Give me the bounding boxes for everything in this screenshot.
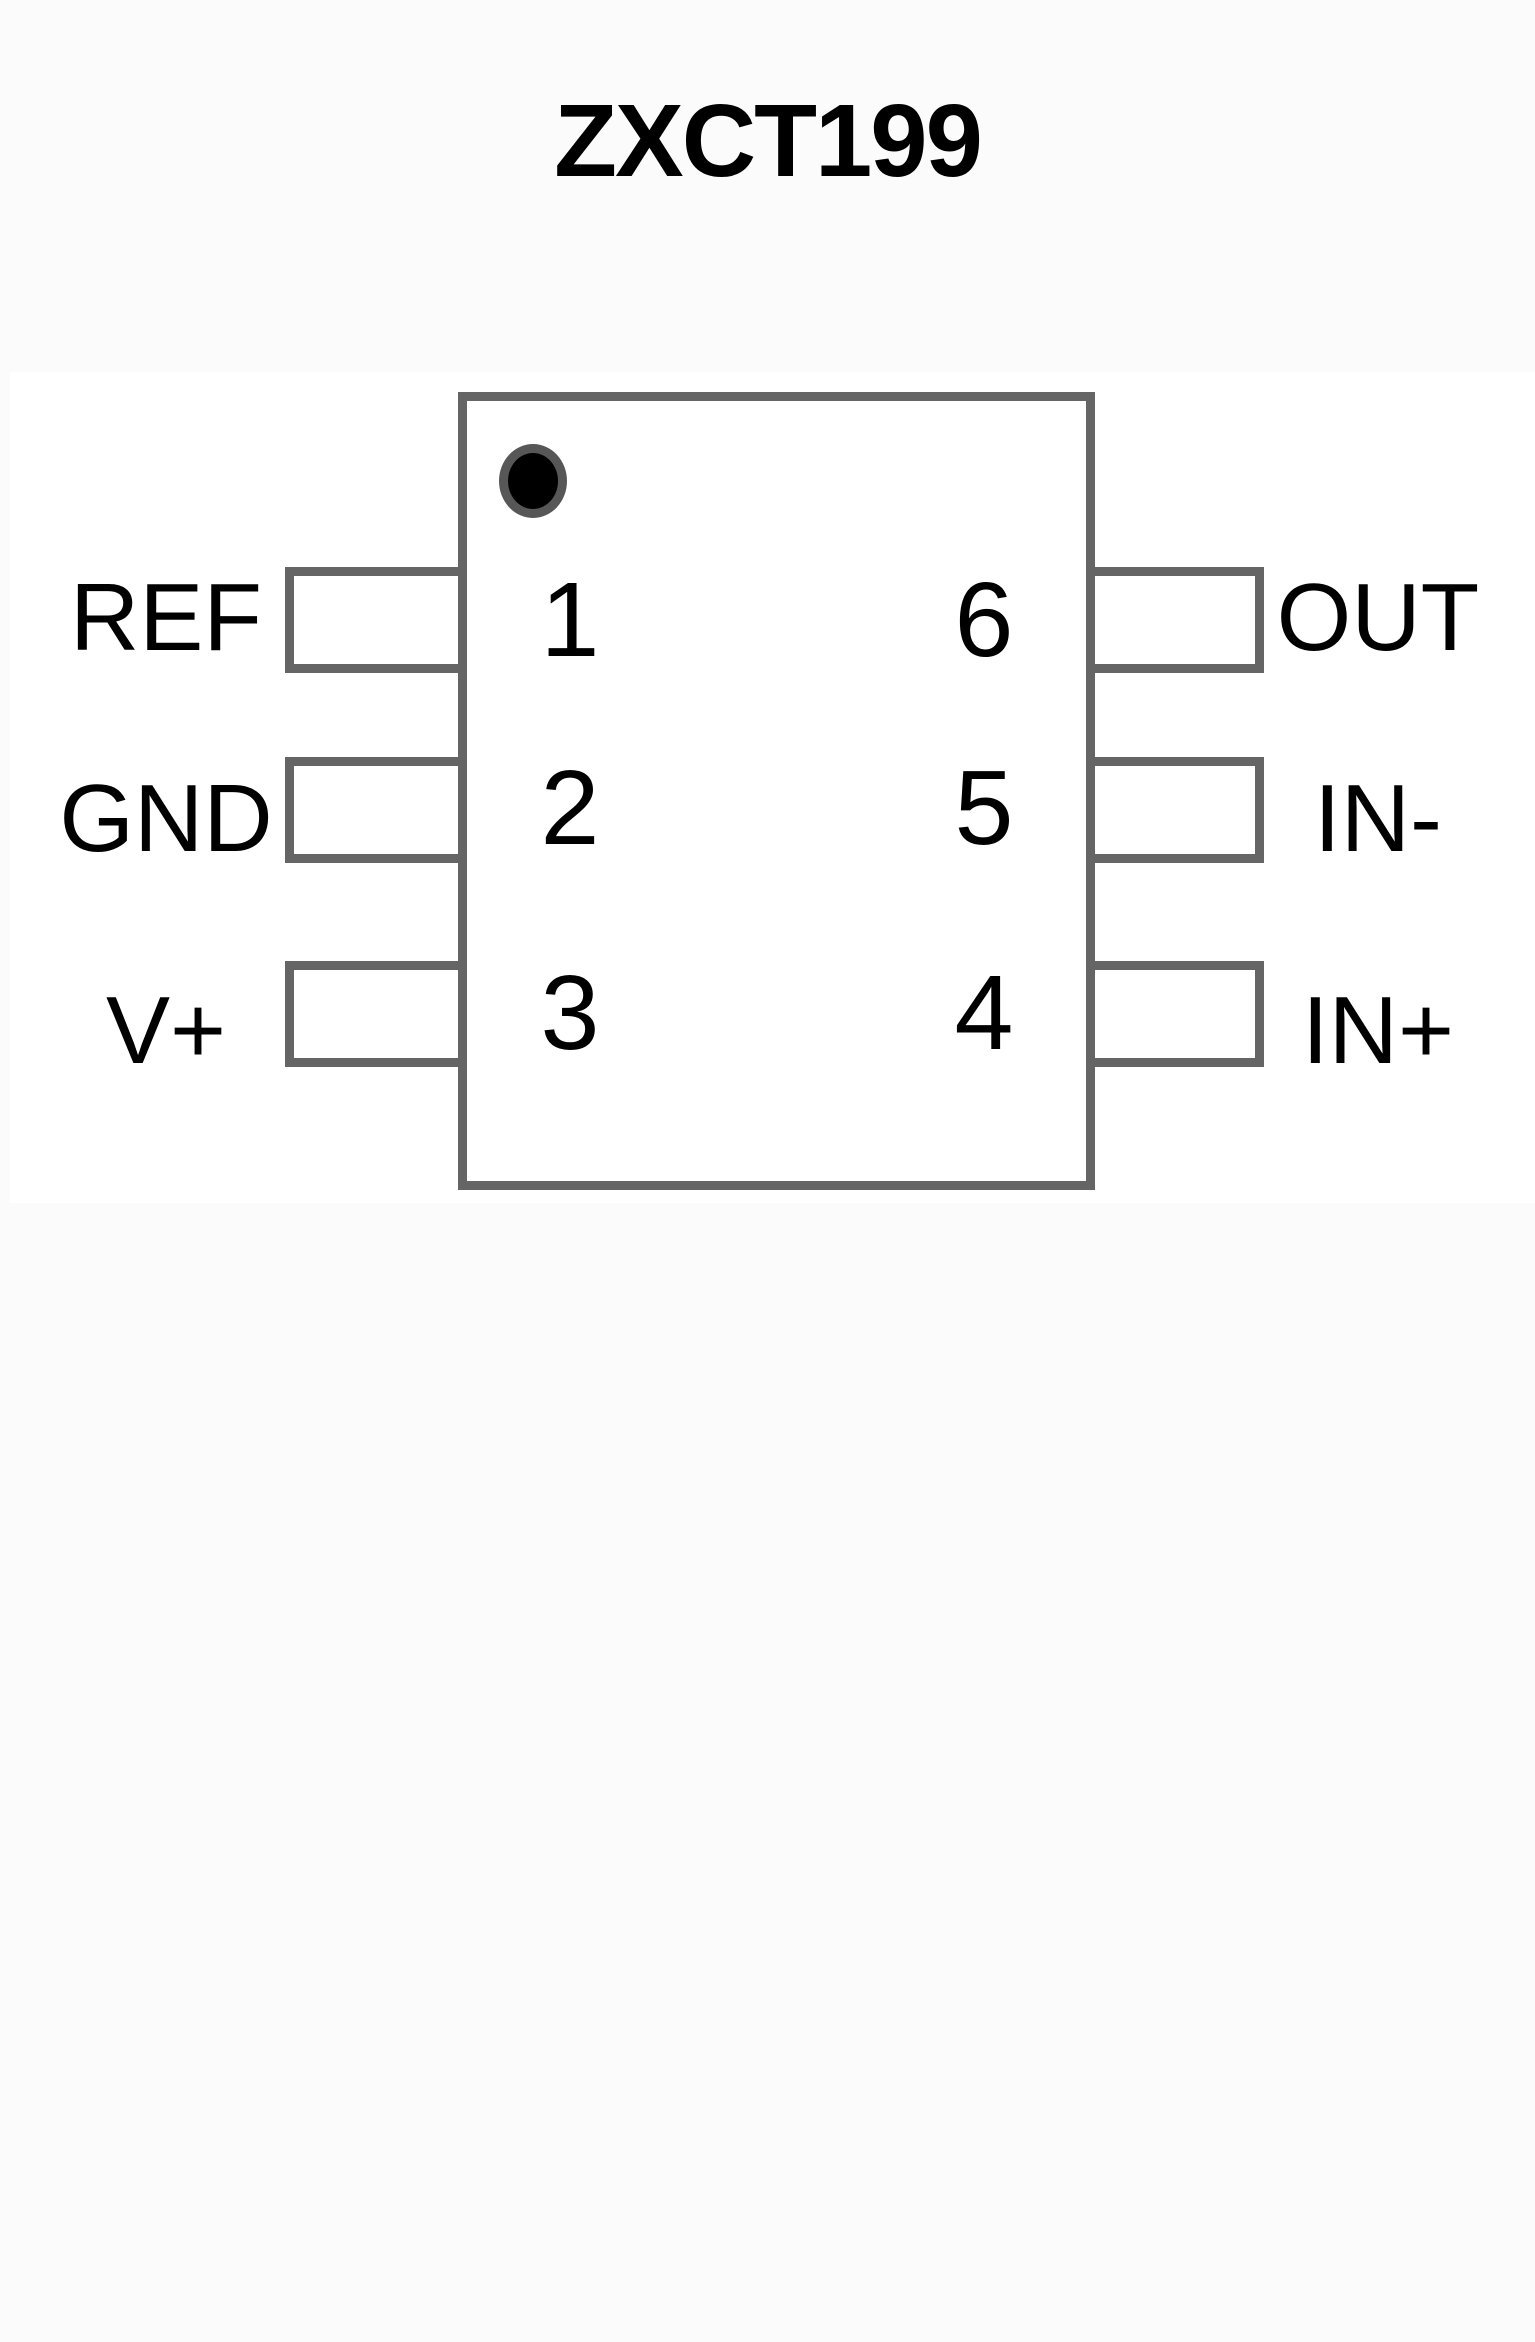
pin-number-3: 3 [540, 954, 600, 1072]
pin-label-in-minus: IN- [1314, 765, 1442, 872]
pin1-indicator-dot-icon [499, 444, 567, 518]
pin-number-2: 2 [540, 749, 600, 867]
pin-label-in-plus: IN+ [1301, 977, 1455, 1084]
pin-pad-4 [1086, 961, 1264, 1067]
pin-number-5: 5 [954, 749, 1014, 867]
pin-label-out: OUT [1276, 564, 1480, 671]
pin-label-ref: REF [70, 564, 262, 671]
pin-number-1: 1 [540, 561, 600, 679]
pin-label-vplus: V+ [105, 977, 227, 1084]
pin-label-gnd: GND [59, 765, 273, 872]
pin-pad-3 [285, 961, 467, 1067]
pin-pad-2 [285, 757, 467, 863]
ic-package-body [458, 392, 1095, 1190]
pin-number-4: 4 [954, 954, 1014, 1072]
pin-pad-5 [1086, 757, 1264, 863]
pin-pad-1 [285, 567, 467, 673]
pinout-diagram: 1 2 3 6 5 4 REF GND V+ OUT IN- IN+ [10, 372, 1535, 1203]
pin-number-6: 6 [954, 561, 1014, 679]
pin-pad-6 [1086, 567, 1264, 673]
page-title: ZXCT199 [554, 83, 983, 198]
